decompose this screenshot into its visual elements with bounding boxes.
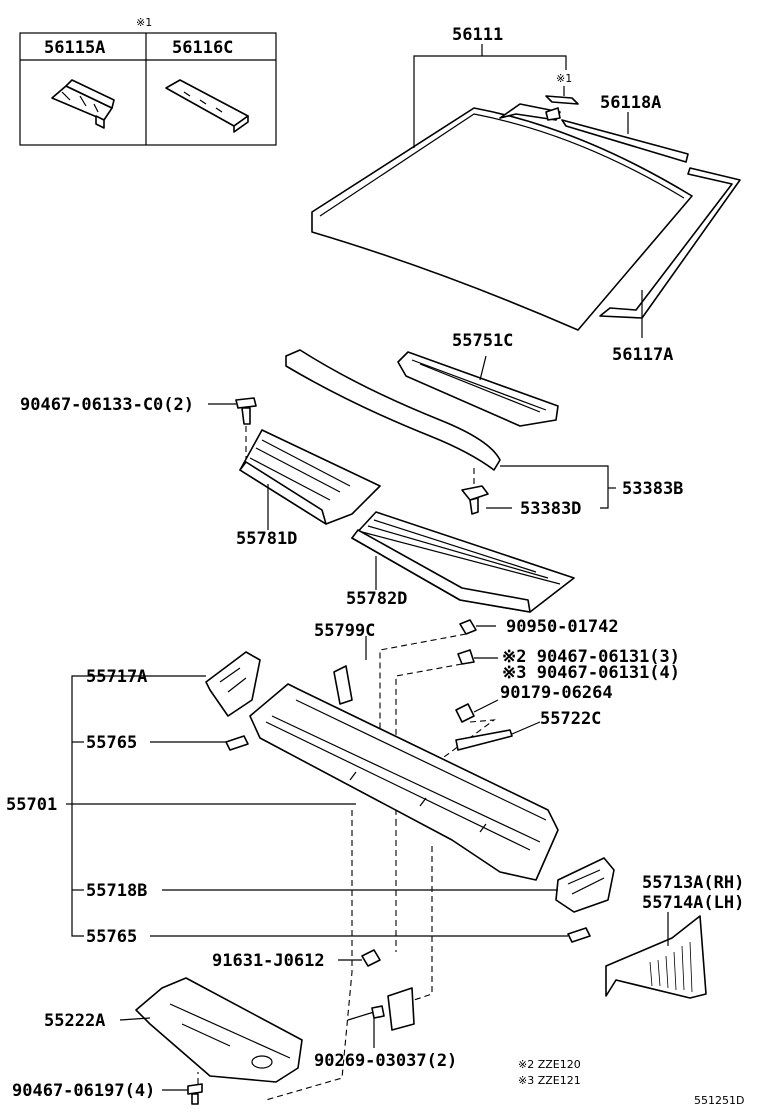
cowl-louver-55781d (239, 429, 381, 525)
screw-90269 (347, 1005, 385, 1021)
label-55714a: 55714A(LH) (642, 893, 744, 913)
label-55717a: 55717A (86, 667, 147, 687)
cowl-top-seal-55751c (397, 351, 559, 427)
label-55222a: 55222A (44, 1011, 105, 1031)
label-55765-upper: 55765 (86, 733, 137, 753)
label-55799c: 55799C (314, 621, 375, 641)
label-55751c: 55751C (452, 331, 513, 351)
nut-90179 (455, 703, 475, 723)
cowl-55222a (135, 977, 303, 1083)
clip-56116c-drawing (165, 79, 249, 133)
label-55718b: 55718B (86, 881, 147, 901)
label-90269: 90269-03037(2) (314, 1051, 457, 1071)
label-90467-06131-zze120: ※2 90467-06131(3) (502, 647, 680, 667)
cowl-panel-55701 (249, 683, 559, 881)
label-56111: 56111 (452, 25, 503, 45)
diagram-id: 551251D (694, 1094, 744, 1107)
label-90467-06131-zze121: ※3 90467-06131(4) (502, 663, 680, 683)
label-mark1: ※1 (556, 72, 572, 85)
legend-note-mark: ※1 (136, 16, 152, 29)
footnote-zze121: ※3 ZZE121 (518, 1074, 581, 1087)
windshield-glass (311, 107, 693, 331)
clip-90467-06133 (235, 397, 257, 425)
clip-56115a-drawing (51, 79, 115, 129)
bolt-91631 (361, 949, 381, 967)
label-56118a: 56118A (600, 93, 661, 113)
bracket-55717a (205, 651, 261, 717)
label-55782d: 55782D (346, 589, 407, 609)
footnote-zze120: ※2 ZZE120 (518, 1058, 581, 1071)
label-90467-06197: 90467-06197(4) (12, 1081, 155, 1101)
legend-box: ※1 56115A 56116C (19, 16, 277, 146)
label-55722c: 55722C (540, 709, 601, 729)
label-55701: 55701 (6, 795, 57, 815)
legend-col2-label: 56116C (172, 38, 233, 58)
label-56117a: 56117A (612, 345, 673, 365)
molding-strip (499, 95, 741, 319)
bracket-55718b (555, 857, 615, 913)
label-90179: 90179-06264 (500, 683, 613, 703)
pad-55765-upper (225, 735, 249, 751)
bolt-90467-06131 (457, 649, 475, 665)
brace-55722c (455, 729, 513, 751)
label-90467-06133: 90467-06133-C0(2) (20, 395, 194, 415)
side-cover-55713a (605, 915, 707, 999)
label-55781d: 55781D (236, 529, 297, 549)
label-53383b: 53383B (622, 479, 683, 499)
label-90950: 90950-01742 (506, 617, 619, 637)
clip-90467-06197 (187, 1083, 203, 1105)
label-53383d: 53383D (520, 499, 581, 519)
plate-90269 (387, 987, 415, 1031)
cowl-louver-55782d (351, 511, 575, 613)
bracket-55799c (333, 665, 353, 705)
label-55713a: 55713A(RH) (642, 873, 744, 893)
label-91631: 91631-J0612 (212, 951, 325, 971)
legend-col1-label: 56115A (44, 38, 105, 58)
cowl-seal (285, 349, 501, 471)
label-55765-lower: 55765 (86, 927, 137, 947)
pad-55765-lower (567, 927, 591, 943)
clip-53383d (461, 485, 489, 515)
nut-90950 (459, 619, 477, 635)
